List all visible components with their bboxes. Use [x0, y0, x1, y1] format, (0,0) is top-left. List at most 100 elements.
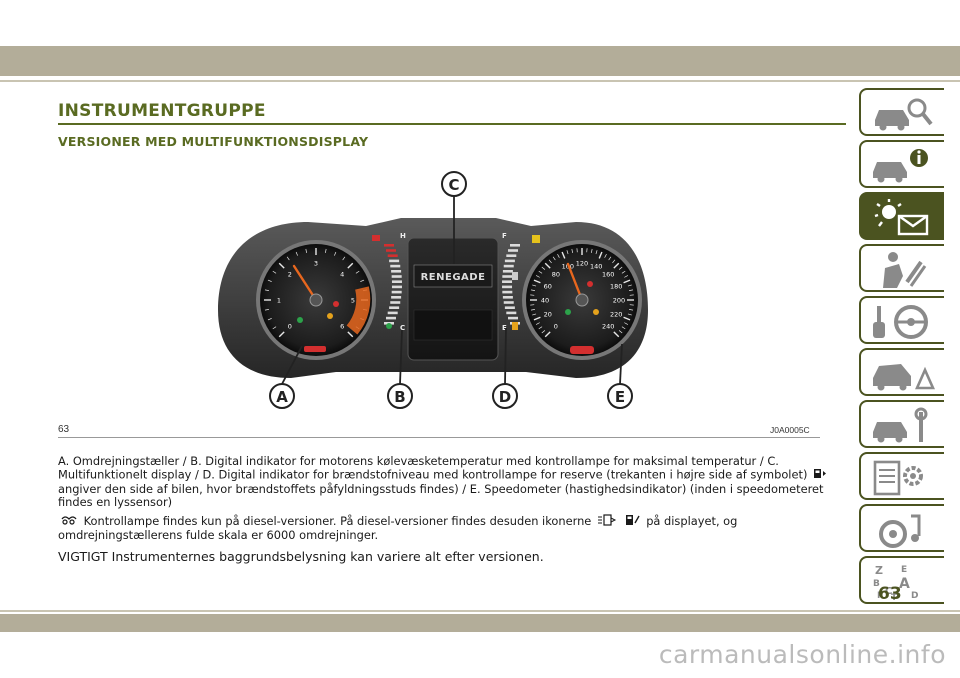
speed-tick	[548, 259, 552, 264]
speed-tick	[618, 266, 623, 270]
tach-tick-label: 1	[277, 297, 281, 305]
display-logo: RENEGADE	[421, 272, 486, 283]
tab-car-search[interactable]	[859, 88, 944, 136]
car-wrench-icon	[873, 407, 928, 443]
fuel-bar-segment	[504, 306, 515, 309]
tab-emergency[interactable]	[859, 348, 944, 396]
svg-text:A: A	[899, 576, 910, 592]
temp-bar-segment	[391, 270, 402, 273]
temp-bar-segment	[387, 254, 398, 257]
temp-bar-segment	[391, 285, 402, 289]
tab-car-info[interactable]	[859, 140, 944, 188]
tab-maintenance[interactable]	[859, 400, 944, 448]
callout-e: E	[607, 383, 633, 409]
fuel-bar-segment	[510, 244, 520, 247]
speed-lamp-amber	[593, 309, 599, 315]
fuel-bar-segment	[502, 290, 513, 294]
tach-tick	[267, 318, 272, 321]
fuel-bar-segment	[502, 280, 513, 283]
tach-tick	[267, 279, 272, 282]
tach-tick-label: 3	[314, 260, 318, 268]
tach-tick	[295, 251, 298, 256]
speed-tick	[538, 270, 543, 274]
speed-tick-label: 180	[610, 282, 622, 290]
fuel-bar-segment	[503, 301, 514, 304]
tab-start-driving[interactable]	[859, 296, 944, 344]
speed-tick	[561, 251, 566, 259]
callout-c: C	[441, 171, 467, 197]
temp-bar-segment	[389, 306, 400, 309]
speed-tick	[541, 266, 546, 270]
fuel-bar-segment	[502, 275, 513, 278]
tach-tick	[264, 289, 269, 291]
tach-tick	[334, 251, 337, 256]
tach-tick	[325, 248, 327, 253]
temp-warning-lamp	[386, 323, 392, 329]
tach-lamp-bar	[304, 346, 326, 352]
tab-index[interactable]: Z E B A I C T D	[859, 556, 944, 604]
svg-text:B: B	[873, 579, 880, 589]
tach-tick	[272, 326, 277, 330]
glow-plug-icon	[60, 515, 78, 528]
tach-needle	[292, 264, 318, 302]
temp-bar-segment	[385, 249, 396, 252]
callout-d: D	[492, 383, 518, 409]
callout-b: B	[387, 383, 413, 409]
paragraph-legend: A. Omdrejningstæller / B. Digital indika…	[58, 454, 848, 510]
svg-text:E: E	[615, 388, 625, 406]
tab-warning-lights[interactable]	[859, 192, 944, 240]
speed-tick-label: 60	[544, 282, 552, 290]
speed-tick	[595, 250, 598, 255]
speed-tick	[535, 322, 540, 325]
temp-bar-segment	[391, 280, 402, 283]
speed-tick	[618, 330, 623, 334]
paragraph-diesel: Kontrollampe findes kun på diesel-versio…	[58, 513, 738, 543]
speed-tick	[623, 316, 631, 321]
speed-tick	[591, 248, 593, 253]
speed-tick	[532, 284, 537, 287]
speed-tick-label: 80	[552, 270, 560, 278]
speed-tick	[612, 259, 616, 264]
key-steering-wheel-icon	[873, 305, 928, 339]
temp-bar-segment	[391, 296, 402, 299]
speed-tick	[627, 313, 632, 316]
svg-text:Z: Z	[875, 564, 883, 577]
speed-tick	[624, 322, 629, 325]
fuel-bar-segment	[504, 259, 515, 263]
tach-lamp-green	[297, 317, 303, 323]
svg-text:I: I	[877, 591, 880, 601]
speed-tick-label: 220	[610, 311, 622, 319]
page-title: INSTRUMENTGRUPPE	[58, 101, 266, 121]
temp-high-label: H	[400, 232, 406, 240]
tach-lamp-red	[333, 301, 339, 307]
tab-specs[interactable]	[859, 452, 944, 500]
temp-bar-segment	[385, 316, 396, 320]
header-rule	[0, 80, 960, 82]
fuel-empty-label: E	[502, 324, 507, 332]
fuel-bar-segment	[508, 249, 519, 252]
speed-tick	[530, 309, 535, 311]
svg-text:E: E	[901, 565, 907, 575]
tach-tick-label: 0	[288, 323, 292, 331]
speed-tick	[533, 279, 541, 284]
temp-max-lamp	[372, 235, 380, 241]
svg-text:C: C	[885, 586, 892, 597]
speed-tick-label: 160	[602, 270, 614, 278]
speed-tick	[544, 331, 551, 338]
warning-light-message-icon	[874, 199, 929, 236]
speed-tick-label: 20	[544, 311, 552, 319]
speed-tick-label: 40	[541, 297, 549, 305]
figure-code: J0A0005C	[770, 425, 810, 435]
speed-tick	[571, 248, 573, 253]
tab-multimedia[interactable]	[859, 504, 944, 552]
speed-tick	[623, 279, 631, 284]
speed-tick-label: 0	[554, 323, 558, 331]
speed-tick	[629, 309, 634, 311]
figure-description: A. Omdrejningstæller / B. Digital indika…	[58, 454, 848, 543]
svg-text:A: A	[276, 388, 288, 406]
cluster-warning-lamp	[532, 235, 540, 243]
speed-tick	[598, 251, 603, 259]
tab-safety[interactable]	[859, 244, 944, 292]
